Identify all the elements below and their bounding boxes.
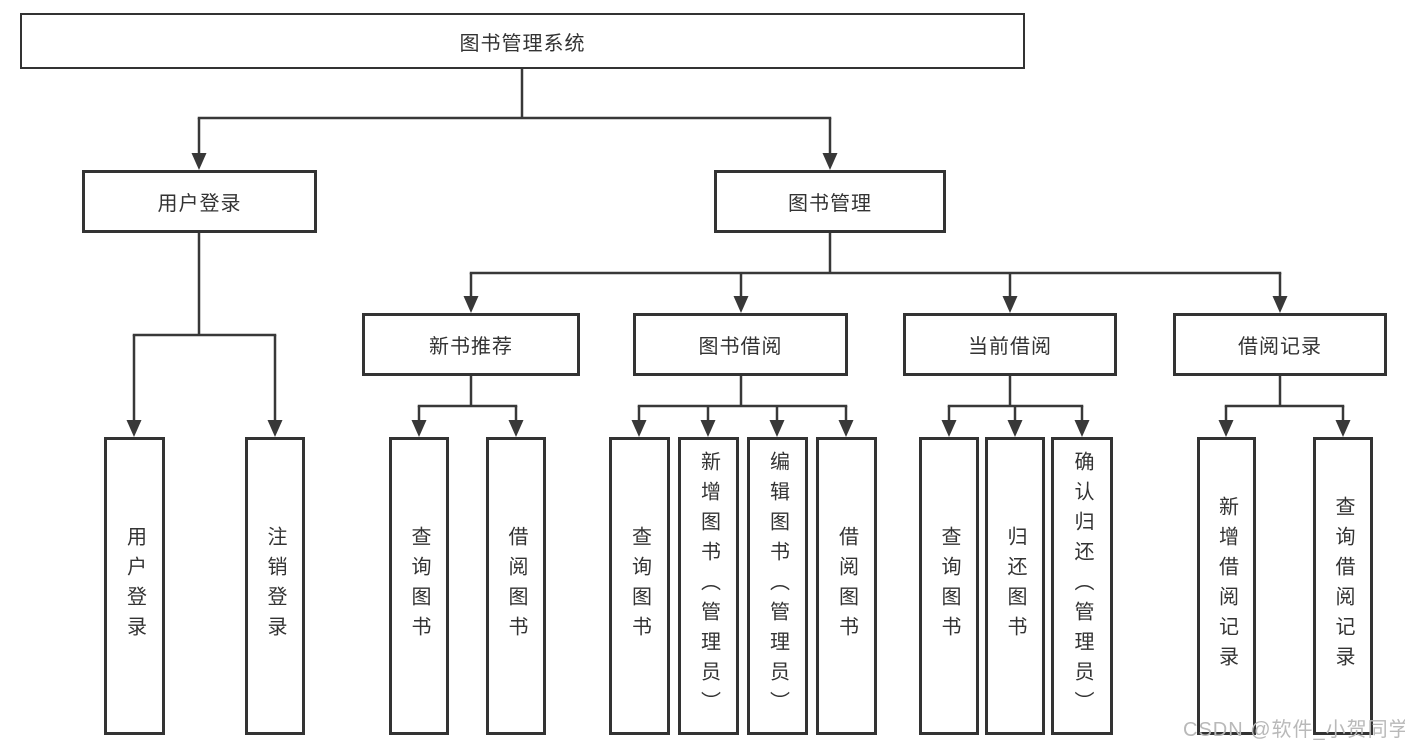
leaf-query-book-b: 查询图书 xyxy=(609,437,670,735)
leaf-borrow-book-b: 借阅图书 xyxy=(816,437,877,735)
leaf-query-book-c: 查询图书 xyxy=(919,437,979,735)
node-borrow-record-label: 借阅记录 xyxy=(1238,336,1322,358)
leaf-user-login: 用户登录 xyxy=(104,437,165,735)
leaf-add-book: 新增图书（管理员） xyxy=(678,437,739,735)
node-root-label: 图书管理系统 xyxy=(459,32,586,55)
leaf-query-borrow-record: 查询借阅记录 xyxy=(1313,437,1373,735)
leaf-borrow-book-a-label: 借阅图书 xyxy=(505,526,527,646)
leaf-add-book-label: 新增图书（管理员） xyxy=(697,451,720,721)
leaf-edit-book-label: 编辑图书（管理员） xyxy=(766,451,789,721)
node-book-management: 图书管理 xyxy=(714,170,946,233)
leaf-logout-label: 注销登录 xyxy=(264,526,286,646)
leaf-query-book-a: 查询图书 xyxy=(389,437,449,735)
leaf-logout: 注销登录 xyxy=(245,437,305,735)
leaf-confirm-return: 确认归还（管理员） xyxy=(1051,437,1113,735)
leaf-query-borrow-record-label: 查询借阅记录 xyxy=(1332,496,1354,676)
leaf-query-book-a-label: 查询图书 xyxy=(408,526,430,646)
leaf-return-book-label: 归还图书 xyxy=(1004,526,1026,646)
node-current-borrow: 当前借阅 xyxy=(903,313,1117,376)
node-root: 图书管理系统 xyxy=(20,13,1025,69)
node-book-borrow-label: 图书借阅 xyxy=(698,336,783,358)
leaf-return-book: 归还图书 xyxy=(985,437,1045,735)
leaf-borrow-book-a: 借阅图书 xyxy=(486,437,546,735)
leaf-confirm-return-label: 确认归还（管理员） xyxy=(1071,451,1093,721)
node-borrow-record: 借阅记录 xyxy=(1173,313,1387,376)
csdn-watermark: CSDN @软件_小贺同学 xyxy=(1183,719,1405,741)
node-new-book-recommend-label: 新书推荐 xyxy=(429,336,513,358)
node-book-borrow: 图书借阅 xyxy=(633,313,848,376)
node-book-management-label: 图书管理 xyxy=(788,193,872,215)
node-user-login: 用户登录 xyxy=(82,170,317,233)
leaf-query-book-b-label: 查询图书 xyxy=(628,526,651,646)
leaf-add-borrow-record: 新增借阅记录 xyxy=(1197,437,1256,735)
node-current-borrow-label: 当前借阅 xyxy=(968,336,1052,358)
node-new-book-recommend: 新书推荐 xyxy=(362,313,580,376)
leaf-user-login-label: 用户登录 xyxy=(123,526,146,646)
leaf-edit-book: 编辑图书（管理员） xyxy=(747,437,808,735)
leaf-borrow-book-b-label: 借阅图书 xyxy=(835,526,858,646)
leaf-query-book-c-label: 查询图书 xyxy=(938,526,960,646)
leaf-add-borrow-record-label: 新增借阅记录 xyxy=(1215,496,1238,676)
node-user-login-label: 用户登录 xyxy=(157,193,242,215)
